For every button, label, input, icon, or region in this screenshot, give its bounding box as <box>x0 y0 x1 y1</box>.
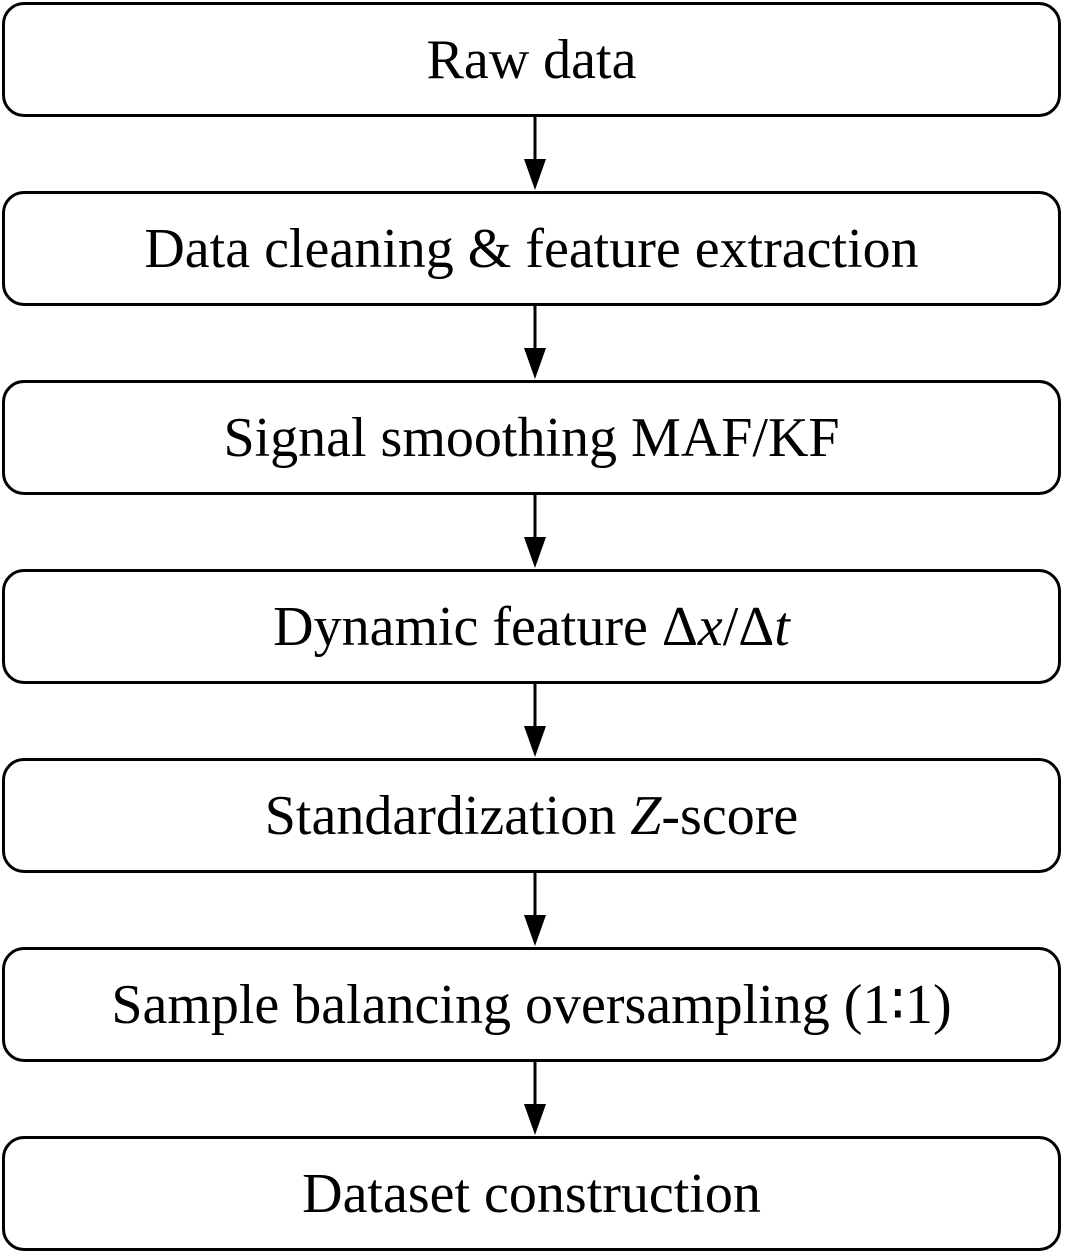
step-label-raw-data: Raw data <box>426 28 637 91</box>
arrow-sample-balancing-to-dataset-construction <box>524 1062 546 1135</box>
arrow-dynamic-feature-to-standardization <box>524 684 546 757</box>
step-label-data-cleaning: Data cleaning & feature extraction <box>144 217 919 280</box>
step-box-dynamic-feature: Dynamic feature Δx/Δt <box>2 569 1061 684</box>
step-box-standardization: Standardization Z-score <box>2 758 1061 873</box>
step-box-signal-smoothing: Signal smoothing MAF/KF <box>2 380 1061 495</box>
arrow-signal-smoothing-to-dynamic-feature <box>524 495 546 568</box>
arrow-standardization-to-sample-balancing <box>524 873 546 946</box>
step-box-sample-balancing: Sample balancing oversampling (1∶1) <box>2 947 1061 1062</box>
step-label-standardization: Standardization Z-score <box>264 784 799 847</box>
step-label-dynamic-feature: Dynamic feature Δx/Δt <box>273 595 790 658</box>
step-box-raw-data: Raw data <box>2 2 1061 117</box>
arrow-data-cleaning-to-signal-smoothing <box>524 306 546 379</box>
step-box-data-cleaning: Data cleaning & feature extraction <box>2 191 1061 306</box>
step-label-sample-balancing: Sample balancing oversampling (1∶1) <box>111 973 952 1036</box>
step-box-dataset-construction: Dataset construction <box>2 1136 1061 1251</box>
step-label-signal-smoothing: Signal smoothing MAF/KF <box>223 406 840 469</box>
arrow-raw-data-to-data-cleaning <box>524 117 546 190</box>
step-label-dataset-construction: Dataset construction <box>302 1162 761 1225</box>
